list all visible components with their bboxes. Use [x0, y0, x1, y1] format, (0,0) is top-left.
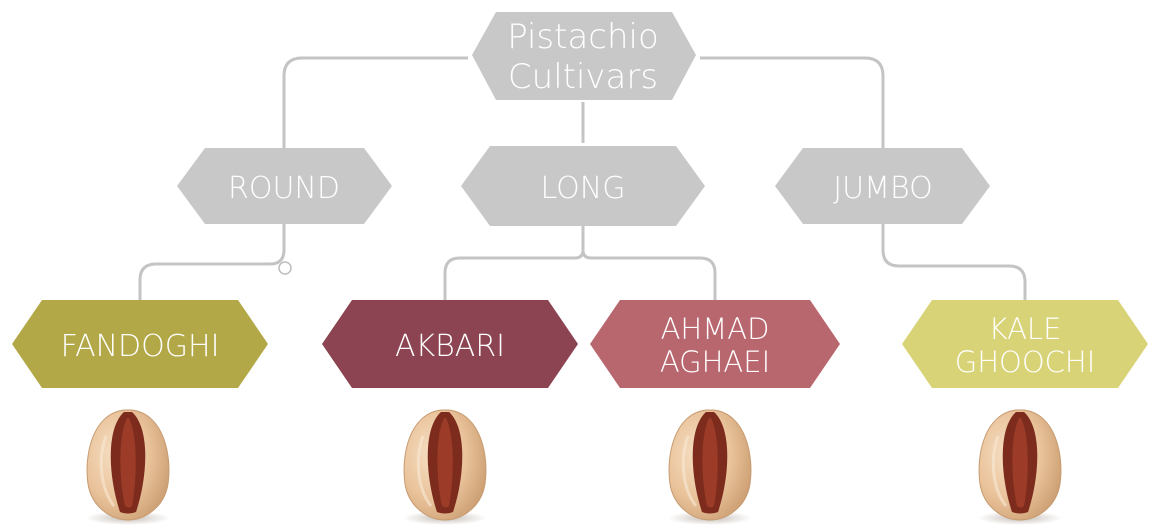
- pistachio-nut-icon: [86, 410, 170, 525]
- connector-root-jumbo: [700, 58, 883, 152]
- category-node-jumbo: JUMBO: [775, 148, 990, 224]
- cultivar-node-fandoghi: FANDOGHI: [12, 300, 268, 388]
- pistachio-nut-icon: [978, 410, 1062, 525]
- cultivar-ahmad-aghaei-line1: AHMAD: [661, 312, 770, 346]
- cultivar-node-kale-ghoochi: KALE GHOOCHI: [902, 300, 1148, 388]
- category-round-label: ROUND: [228, 171, 340, 206]
- cultivar-kale-ghoochi-line1: KALE: [989, 312, 1062, 346]
- pistachio-nut-illustrations: [86, 410, 1062, 525]
- category-node-round: ROUND: [177, 148, 392, 224]
- connector-jumbo-kale: [883, 222, 1025, 300]
- root-title-line2: Cultivars: [508, 57, 658, 97]
- connector-long-akbari: [445, 250, 583, 300]
- root-node-pistachio-cultivars: Pistachio Cultivars: [472, 12, 696, 100]
- category-long-label: LONG: [541, 171, 626, 206]
- cultivar-node-akbari: AKBARI: [322, 300, 578, 388]
- connector-node-dot: [279, 262, 291, 274]
- category-jumbo-label: JUMBO: [833, 171, 932, 206]
- pistachio-nut-icon: [403, 410, 487, 525]
- cultivar-fandoghi-label: FANDOGHI: [61, 329, 220, 364]
- connector-round-fandoghi: [140, 222, 284, 300]
- pistachio-nut-icon: [668, 410, 752, 525]
- cultivar-akbari-label: AKBARI: [395, 329, 505, 364]
- cultivar-node-ahmad-aghaei: AHMAD AGHAEI: [590, 300, 840, 388]
- root-title-line1: Pistachio: [507, 17, 659, 57]
- category-node-long: LONG: [461, 146, 705, 226]
- connector-root-round: [284, 58, 468, 152]
- cultivar-kale-ghoochi-line2: GHOOCHI: [955, 345, 1096, 379]
- cultivar-ahmad-aghaei-line2: AGHAEI: [660, 345, 770, 379]
- connector-long-ahmad: [583, 250, 715, 300]
